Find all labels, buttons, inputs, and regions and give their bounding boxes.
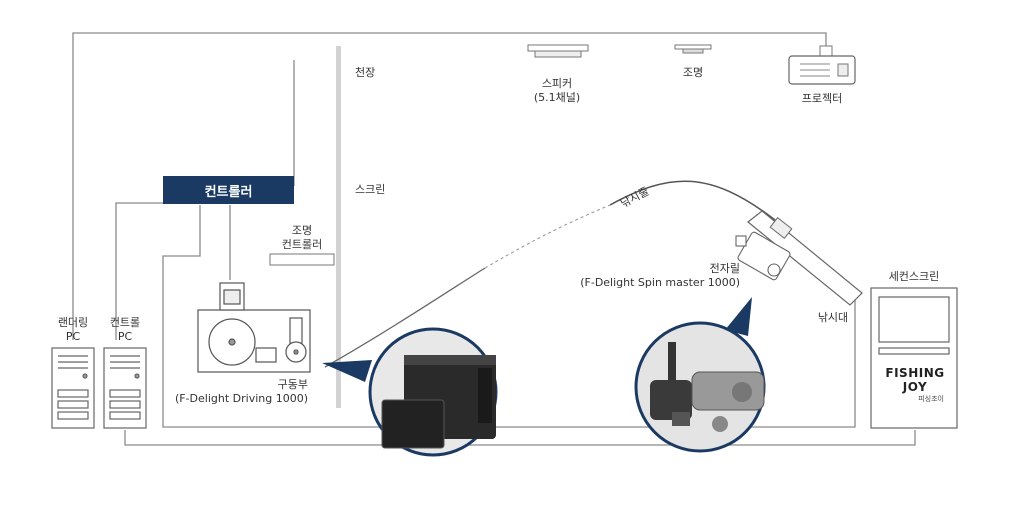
reel-photo <box>634 297 766 453</box>
light-controller-label-1: 조명 <box>291 224 313 237</box>
wiring-lines <box>72 32 916 446</box>
drive-unit-label: 구동부 <box>277 378 308 391</box>
light-controller-label-2: 컨트롤러 <box>281 238 323 251</box>
fishingjoy-logo: FISHING JOY 피싱조이 <box>880 366 950 404</box>
second-screen-label: 세컨스크린 <box>888 270 940 283</box>
drive-unit-photo <box>322 327 498 457</box>
lighting-label: 조명 <box>682 66 704 79</box>
speaker-sub-label: (5.1채널) <box>533 91 581 104</box>
speaker-icon <box>527 44 589 58</box>
control-pc-label-1: 컨트롤 <box>109 316 141 329</box>
drive-model-label: (F-Delight Driving 1000) <box>174 392 308 405</box>
reel-label: 전자릴 <box>709 262 740 275</box>
light-controller-icon <box>269 253 335 266</box>
reel-model-label: (F-Delight Spin master 1000) <box>580 276 740 289</box>
projector-icon <box>788 45 856 85</box>
ceiling-label: 천장 <box>355 66 376 79</box>
second-screen-icon <box>870 287 958 429</box>
controller-box: 컨트롤러 <box>163 176 294 204</box>
rendering-pc-label-2: PC <box>65 330 81 343</box>
fishing-line <box>324 267 486 368</box>
logo-sub-text: 피싱조이 <box>918 395 944 403</box>
screen-label: 스크린 <box>355 183 386 196</box>
screen-wall <box>336 46 341 408</box>
reel-icon <box>735 231 791 281</box>
speaker-label: 스피커 <box>541 77 573 90</box>
control-pc-icon <box>103 347 147 429</box>
projector-label: 프로젝터 <box>801 92 843 105</box>
fishing-rod-icon <box>747 210 863 306</box>
rendering-pc-icon <box>51 347 95 429</box>
control-pc-label-2: PC <box>117 330 133 343</box>
logo-text: FISHING JOY <box>885 366 945 394</box>
light-icon <box>674 44 712 54</box>
rendering-pc-label-1: 랜더링 <box>57 316 89 329</box>
drive-unit-icon <box>197 282 311 373</box>
rod-label: 낚시대 <box>817 311 849 324</box>
